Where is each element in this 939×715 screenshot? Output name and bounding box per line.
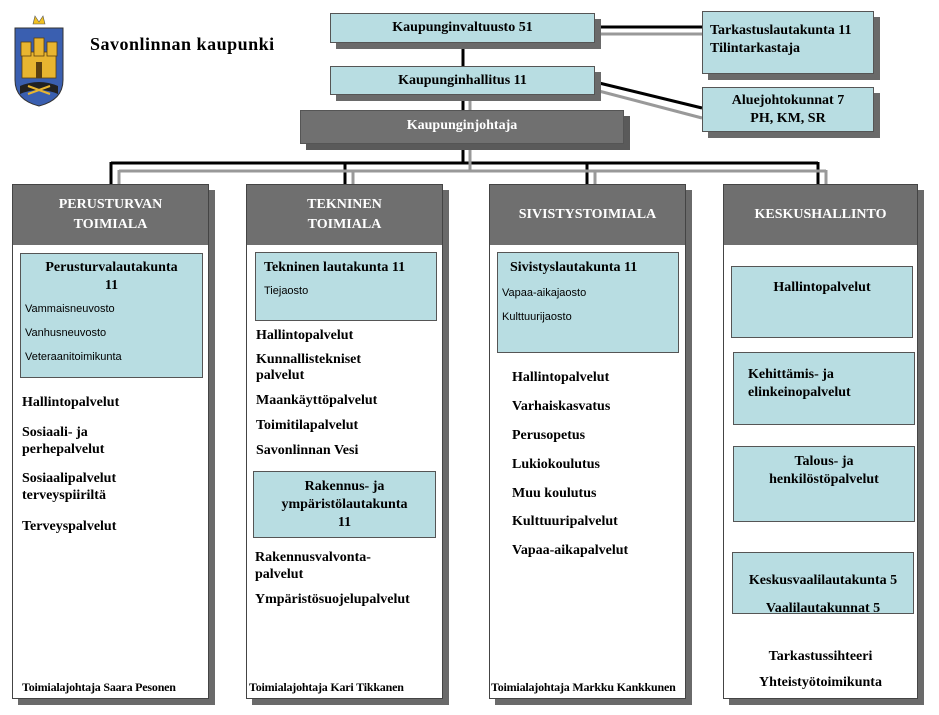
division-director: Toimialajohtaja Kari Tikkanen — [249, 680, 404, 694]
service-item: Vapaa-aikapalvelut — [512, 543, 629, 558]
board-subcommittee: Vapaa-aikajaosto — [502, 287, 587, 299]
service-item: Sosiaalipalvelut — [22, 471, 117, 486]
board-subcommittee: Vanhusneuvosto — [25, 327, 107, 339]
cooperation-committee: Yhteistyötoimikunta — [759, 675, 882, 690]
board-subcommittee: Vammaisneuvosto — [25, 303, 115, 315]
service-item: terveyspiiriltä — [22, 488, 106, 503]
technical-board-box: Tekninen lautakunta 11 Tiejaosto — [255, 252, 437, 321]
service-item: Savonlinnan Vesi — [256, 443, 359, 458]
social-services-board-box: Perusturvalautakunta 11 Vammaisneuvosto … — [20, 253, 203, 378]
election-boards-box: Keskusvaalilautakunta 5 Vaalilautakunnat… — [732, 552, 914, 616]
city-board-box: Kaupunginhallitus 11 — [330, 66, 595, 95]
column-heading: PERUSTURVAN TOIMIALA — [13, 185, 208, 245]
service-item: Maankäyttöpalvelut — [256, 393, 378, 408]
audit-committee-label: Tarkastuslautakunta 11 — [710, 23, 852, 38]
board-subcommittee: Tiejaosto — [264, 285, 309, 297]
regional-boards-box: Aluejohtokunnat 7 PH, KM, SR — [702, 87, 874, 132]
building-environment-board-box: Rakennus- ja ympäristölautakunta 11 — [253, 471, 436, 538]
service-item: Varhaiskasvatus — [512, 399, 611, 414]
column-central-administration: KESKUSHALLINTO Hallintopalvelut Kehittäm… — [723, 184, 918, 699]
column-heading: KESKUSHALLINTO — [724, 185, 917, 245]
service-item: palvelut — [256, 368, 305, 383]
service-item: Hallintopalvelut — [256, 328, 354, 343]
regional-areas-label: PH, KM, SR — [750, 111, 826, 126]
board-title: Sivistyslautakunta 11 — [510, 260, 638, 275]
development-services-box: Kehittämis- ja elinkeinopalvelut — [733, 352, 915, 425]
education-board-box: Sivistyslautakunta 11 Vapaa-aikajaosto K… — [497, 252, 679, 353]
city-name: Savonlinnan kaupunki — [90, 34, 275, 54]
service-item: Sosiaali- ja — [22, 425, 88, 440]
service-item: Terveyspalvelut — [22, 519, 117, 534]
service-item: Hallintopalvelut — [512, 370, 610, 385]
division-director: Toimialajohtaja Markku Kankkunen — [491, 680, 676, 694]
admin-services-box: Hallintopalvelut — [731, 266, 913, 338]
city-council-box: Kaupunginvaltuusto 51 — [330, 13, 595, 43]
column-social-services: PERUSTURVAN TOIMIALA Perusturvalautakunt… — [12, 184, 209, 699]
column-heading: TEKNINEN TOIMIALA — [247, 185, 442, 245]
board-members: 11 — [104, 278, 119, 293]
service-item: Lukiokoulutus — [512, 457, 600, 472]
service-item: palvelut — [255, 567, 304, 582]
service-item: Kunnallistekniset — [256, 352, 362, 367]
mayor-box: Kaupunginjohtaja — [300, 110, 624, 144]
service-item: Muu koulutus — [512, 486, 597, 501]
column-education: SIVISTYSTOIMIALA Sivistyslautakunta 11 V… — [489, 184, 686, 699]
division-director: Toimialajohtaja Saara Pesonen — [22, 680, 176, 694]
audit-committee-box: Tarkastuslautakunta 11 Tilintarkastaja — [702, 11, 874, 74]
service-item: Perusopetus — [512, 428, 586, 443]
board-subcommittee: Veteraanitoimikunta — [25, 351, 122, 363]
board-title: Perusturvalautakunta — [45, 260, 178, 275]
finance-hr-services-box: Talous- ja henkilöstöpalvelut — [733, 446, 915, 522]
auditor-label: Tilintarkastaja — [710, 41, 800, 56]
service-item: Toimitilapalvelut — [256, 418, 359, 433]
board-title: Tekninen lautakunta 11 — [264, 260, 406, 275]
service-item: Hallintopalvelut — [22, 395, 120, 410]
service-item: Rakennusvalvonta- — [255, 550, 371, 565]
board-subcommittee: Kulttuurijaosto — [502, 311, 572, 323]
audit-secretary: Tarkastussihteeri — [768, 649, 873, 664]
service-item: Kulttuuripalvelut — [512, 514, 618, 529]
regional-boards-label: Aluejohtokunnat 7 — [731, 93, 845, 108]
service-item: Ympäristösuojelupalvelut — [255, 592, 410, 607]
column-technical: TEKNINEN TOIMIALA Tekninen lautakunta 11… — [246, 184, 443, 699]
column-heading: SIVISTYSTOIMIALA — [490, 185, 685, 245]
coat-of-arms-icon — [14, 15, 64, 107]
service-item: perhepalvelut — [22, 442, 105, 457]
